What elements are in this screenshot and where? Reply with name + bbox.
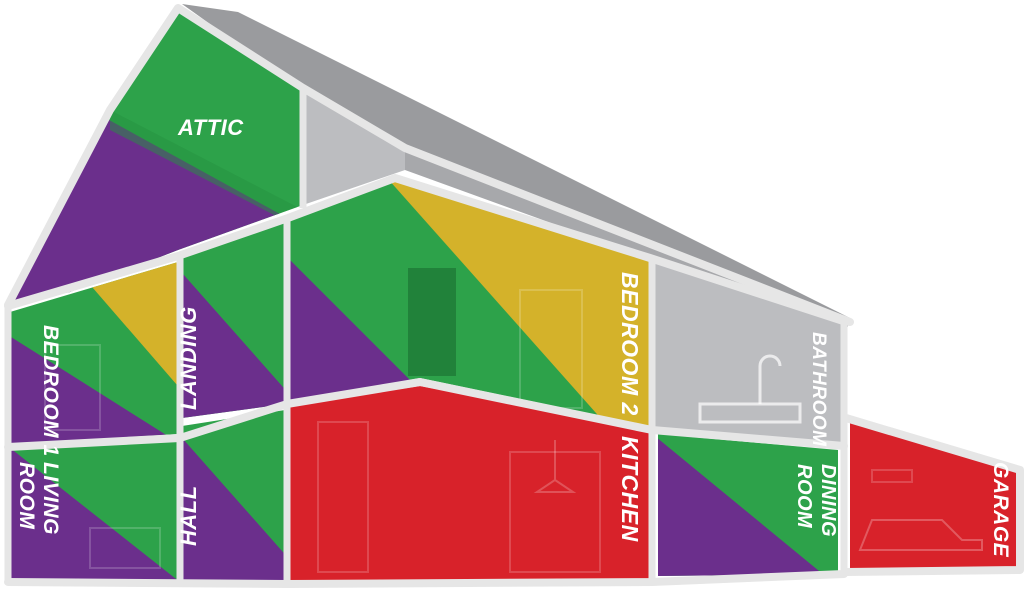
landing-room [182,222,285,418]
dining-room-room [658,434,838,576]
attic-label: ATTIC [177,115,244,140]
bedroom-1-room [10,262,178,444]
bedroom-2-room [289,180,650,426]
bedroom-2-label: BEDROOM 2 [617,272,643,416]
landing-label: LANDING [176,306,201,410]
kitchen-label: KITCHEN [617,436,643,542]
living-room-room [10,440,178,580]
garage-label: GARAGE [989,462,1012,558]
hall-label: HALL [176,485,201,546]
bedroom-1-label: BEDROOM 1 [39,325,62,457]
living-room-label-line1: LIVING [39,462,62,535]
dining-room-label-line2: ROOM [793,464,815,529]
living-room-label-line2: ROOM [15,462,38,529]
bathroom-label: BATHROOM [808,332,829,447]
dining-room-label-line1: DINING [817,464,839,537]
hall-room [182,410,285,582]
house-frame [4,4,1024,588]
